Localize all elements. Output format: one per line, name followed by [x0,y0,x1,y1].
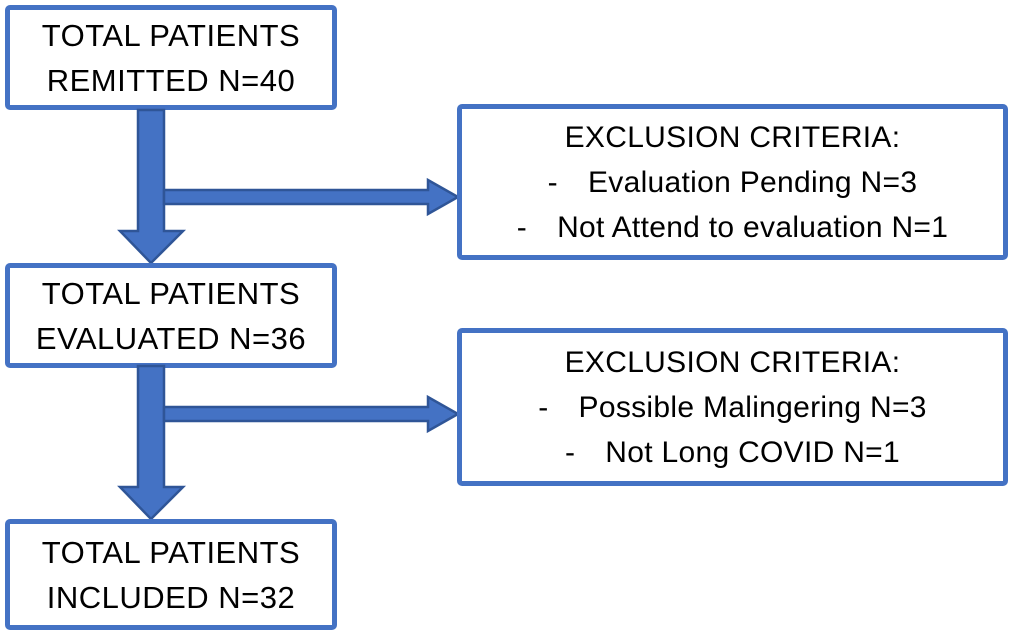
exclusion-box-1-item-2-text: Not Attend to evaluation N=1 [557,210,949,244]
flow-box-included: TOTAL PATIENTS INCLUDED N=32 [5,519,337,630]
arrow-down-evaluated-to-included [110,364,195,521]
flow-box-included-line1: TOTAL PATIENTS [41,534,301,570]
arrow-right-to-exclusion-2 [162,394,461,434]
exclusion-box-2-item-2-text: Not Long COVID N=1 [605,435,900,469]
exclusion-box-1-item-2: - Not Attend to evaluation N=1 [517,205,948,250]
exclusion-box-1-item-1-text: Evaluation Pending N=3 [587,165,918,199]
arrow-right-to-exclusion-1 [162,177,461,217]
exclusion-box-2-item-1-text: Possible Malingering N=3 [578,390,927,424]
exclusion-box-1-item-1: - Evaluation Pending N=3 [548,160,918,205]
exclusion-box-2: EXCLUSION CRITERIA: - Possible Malingeri… [457,328,1008,486]
bullet-dash: - [564,435,576,469]
arrow-down-remitted-to-evaluated [110,108,195,265]
exclusion-box-1-title: EXCLUSION CRITERIA: [564,120,901,154]
exclusion-box-2-item-1: - Possible Malingering N=3 [538,385,927,430]
flow-box-evaluated: TOTAL PATIENTS EVALUATED N=36 [5,263,337,368]
exclusion-box-2-item-2: - Not Long COVID N=1 [565,430,900,475]
bullet-dash: - [516,210,528,244]
flow-box-evaluated-line2: EVALUATED N=36 [35,320,307,356]
bullet-dash: - [538,390,549,424]
exclusion-box-1: EXCLUSION CRITERIA: - Evaluation Pending… [457,104,1008,260]
flow-box-remitted-line2: REMITTED N=40 [46,62,296,98]
flow-box-evaluated-line1: TOTAL PATIENTS [41,275,301,311]
flow-box-included-line2: INCLUDED N=32 [46,579,296,615]
bullet-dash: - [547,165,558,199]
exclusion-box-2-title: EXCLUSION CRITERIA: [564,345,901,379]
flow-box-remitted-line1: TOTAL PATIENTS [41,17,301,53]
flow-box-remitted: TOTAL PATIENTS REMITTED N=40 [5,5,337,110]
